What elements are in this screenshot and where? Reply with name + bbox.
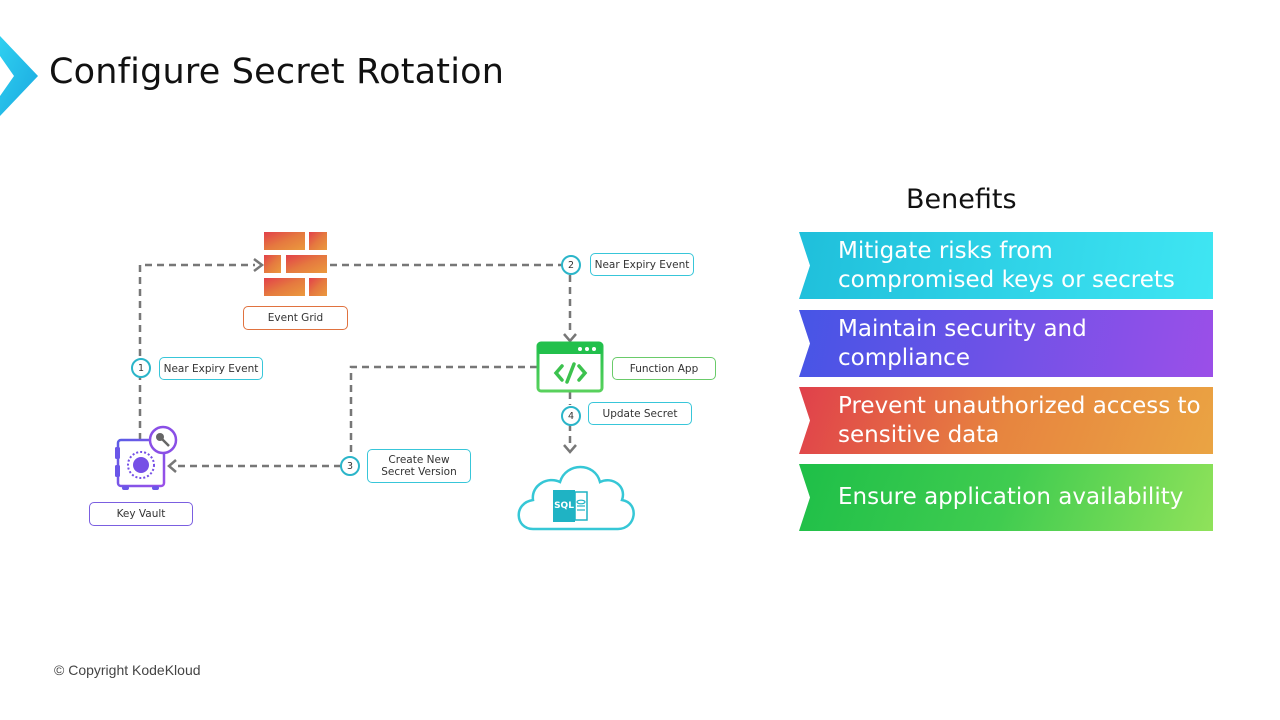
step-4-label-text: Update Secret	[602, 407, 678, 420]
step-2-label-text: Near Expiry Event	[594, 258, 690, 271]
benefit-item-security-compliance: Maintain security and compliance	[799, 310, 1213, 377]
sql-database-cloud-icon: SQL	[517, 465, 635, 531]
arrowhead-icon	[253, 258, 265, 272]
event-grid-label-text: Event Grid	[267, 312, 324, 324]
function-app-label-text: Function App	[629, 362, 699, 375]
event-grid-label: Event Grid	[243, 306, 348, 330]
connector-function-to-step3	[349, 365, 537, 457]
step-2-badge: 2	[561, 255, 581, 275]
benefit-text: Mitigate risks from compromised keys or …	[838, 237, 1175, 293]
flow-connectors	[138, 263, 572, 468]
function-app-label: Function App	[612, 357, 716, 380]
chevron-logo-icon	[0, 36, 38, 116]
page-title: Configure Secret Rotation	[49, 52, 505, 92]
benefit-item-prevent-access: Prevent unauthorized access to sensitive…	[799, 387, 1213, 454]
step-4-badge: 4	[561, 406, 581, 426]
benefits-title: Benefits	[906, 184, 1017, 215]
step-3-label-line2: Secret Version	[381, 466, 457, 478]
step-1-badge: 1	[131, 358, 151, 378]
step-3-badge: 3	[340, 456, 360, 476]
step-3-label: Create New Secret Version	[367, 449, 471, 483]
step-2-label: Near Expiry Event	[590, 253, 694, 276]
event-grid-icon	[264, 232, 327, 296]
benefit-item-availability: Ensure application availability	[799, 464, 1213, 531]
benefit-item-mitigate-risks: Mitigate risks from compromised keys or …	[799, 232, 1213, 299]
arrowhead-icon	[167, 459, 177, 473]
step-4-label: Update Secret	[588, 402, 692, 425]
key-vault-label-text: Key Vault	[116, 508, 166, 520]
function-app-icon	[536, 341, 604, 393]
arrowhead-icon	[563, 333, 577, 343]
connector-keyvault-to-eventgrid	[138, 263, 255, 440]
benefit-text: Prevent unauthorized access to sensitive…	[838, 392, 1201, 448]
secret-rotation-diagram: SQL	[115, 232, 635, 531]
benefit-text: Ensure application availability	[838, 484, 1184, 510]
arrowheads	[167, 258, 577, 473]
key-vault-icon	[115, 425, 178, 490]
copyright-footer: © Copyright KodeKloud	[54, 662, 201, 678]
step-1-label-text: Near Expiry Event	[163, 362, 259, 375]
step-1-label: Near Expiry Event	[159, 357, 263, 380]
arrowhead-icon	[563, 444, 577, 454]
step-3-label-line1: Create New	[388, 454, 450, 466]
sql-label: SQL	[554, 501, 574, 511]
benefit-text: Maintain security and compliance	[838, 315, 1087, 371]
key-vault-label: Key Vault	[89, 502, 193, 526]
